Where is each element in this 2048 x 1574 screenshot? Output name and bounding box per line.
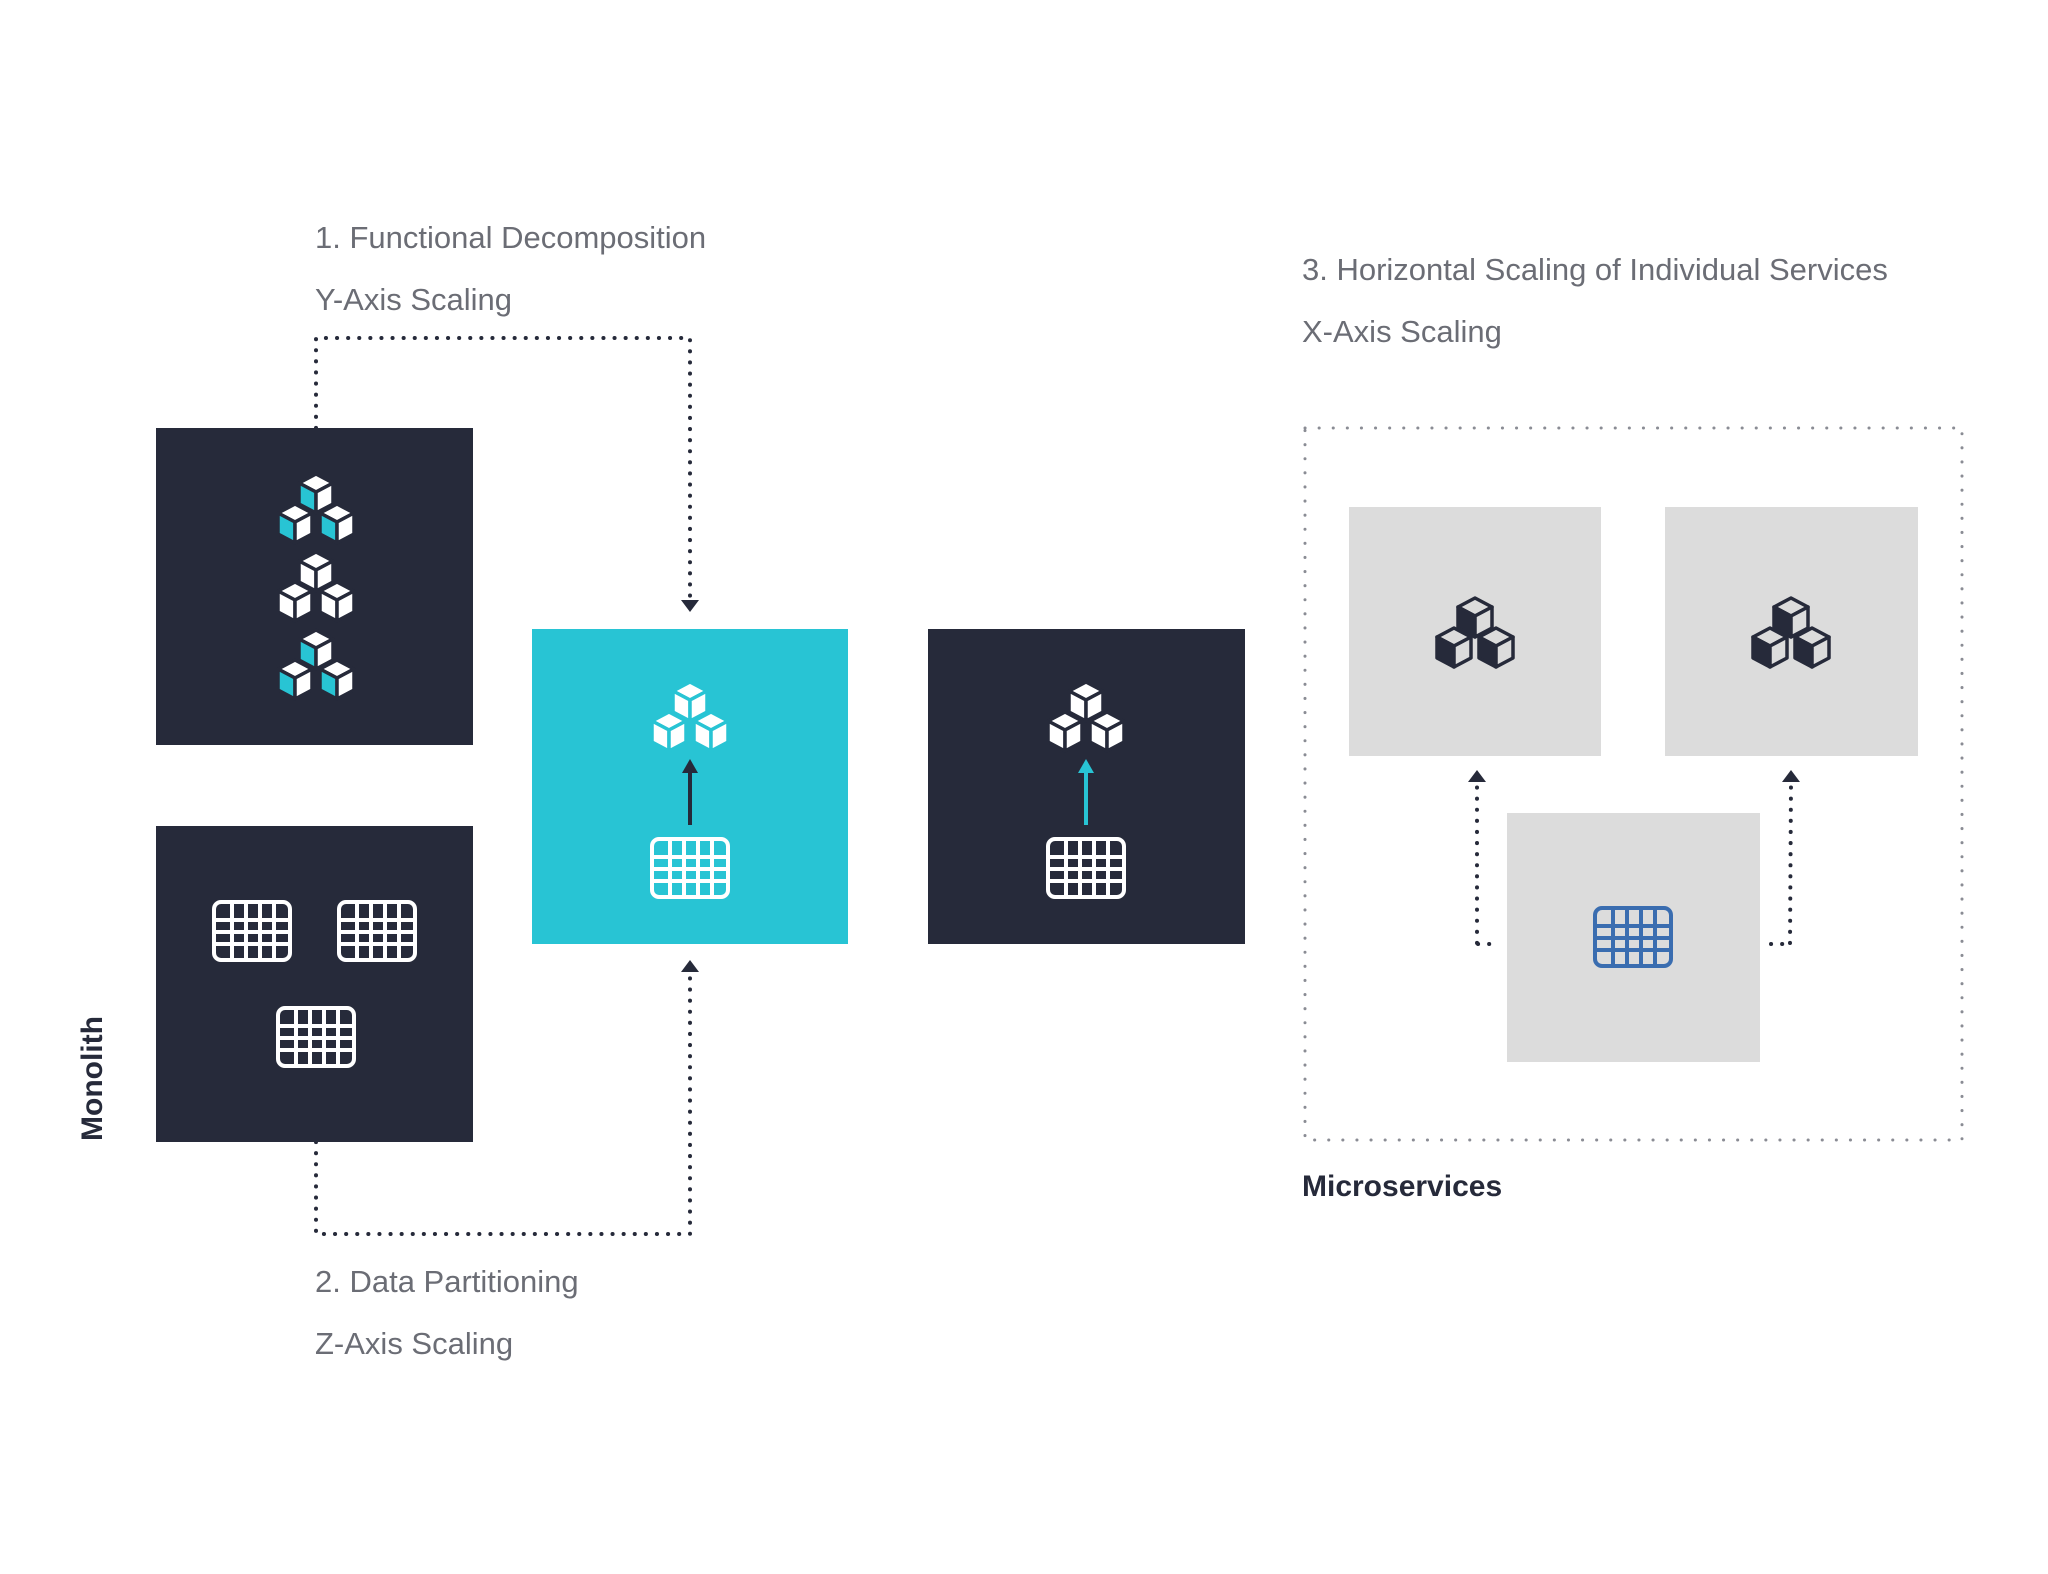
microservices-label: Microservices [1302, 1170, 1503, 1203]
step1-title: 1. Functional Decomposition [315, 220, 707, 255]
cubes-icon [1435, 596, 1515, 669]
step2-subtitle: Z-Axis Scaling [315, 1326, 514, 1361]
cubes-icon [276, 628, 356, 701]
cubes-icon [276, 550, 356, 623]
cubes-icon [650, 680, 730, 753]
arrowhead-up [681, 960, 699, 972]
monolith-data-box [156, 826, 473, 1142]
step3-subtitle: X-Axis Scaling [1302, 314, 1502, 349]
cubes-icon [1046, 680, 1126, 753]
arrowhead-up-left [1468, 770, 1486, 782]
z-axis-dotted-connector [314, 972, 692, 1236]
cubes-icon [1751, 596, 1831, 669]
grid-table-icon [337, 900, 417, 962]
grid-table-icon [212, 900, 292, 962]
grid-table-icon [276, 1006, 356, 1068]
step3-title: 3. Horizontal Scaling of Individual Serv… [1302, 252, 1888, 287]
right-dotted-connector [1788, 781, 1793, 945]
arrowhead-up-right [1782, 770, 1800, 782]
step1-subtitle: Y-Axis Scaling [315, 282, 513, 317]
microservices-dotted-frame [1303, 426, 1964, 1142]
grid-table-icon [650, 837, 730, 899]
grid-table-icon [1593, 906, 1673, 968]
step2-title: 2. Data Partitioning [315, 1264, 579, 1299]
cubes-icon [276, 472, 356, 545]
y-axis-dotted-connector [314, 336, 692, 600]
arrowhead-down [681, 600, 699, 612]
grid-table-icon [1046, 837, 1126, 899]
